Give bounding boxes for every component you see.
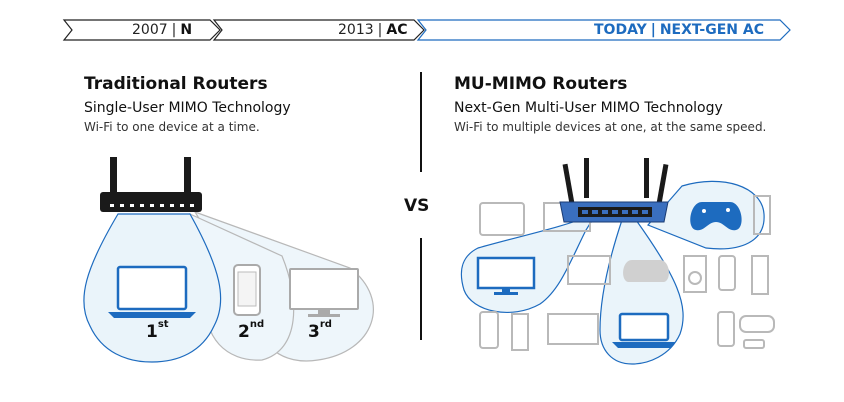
timeline-year: 2007 (132, 22, 168, 38)
order-number: 3 (308, 322, 320, 342)
order-label-third: 3rd (308, 322, 332, 342)
tv-icon-gray (548, 314, 598, 344)
mu-mimo-routers-title: MU-MIMO Routers (454, 74, 627, 94)
monitor-icon (290, 269, 358, 317)
timeline-era-2007: 2007|N (132, 22, 192, 38)
order-number: 1 (146, 322, 158, 342)
timeline-standard: AC (386, 22, 407, 38)
mu-mimo-routers-description: Wi-Fi to multiple devices at one, at the… (454, 120, 766, 134)
pc-tower-icon-3 (512, 314, 528, 350)
speaker-cone (689, 272, 701, 284)
traditional-router-icon (100, 157, 202, 212)
order-label-first: 1st (146, 322, 169, 342)
order-number: 2 (238, 322, 250, 342)
order-label-second: 2nd (238, 322, 264, 342)
phone-icon-gray (719, 256, 735, 290)
monitor-icon-gray-2 (568, 256, 610, 284)
pc-tower-icon-2 (752, 256, 768, 294)
timeline-separator: | (378, 22, 383, 38)
traditional-routers-subtitle: Single-User MIMO Technology (84, 100, 291, 116)
mu-mimo-routers-subtitle: Next-Gen Multi-User MIMO Technology (454, 100, 723, 116)
laptop-icon-blue (612, 314, 676, 348)
speaker-icon (684, 256, 706, 292)
timeline-standard: NEXT-GEN AC (660, 22, 764, 38)
order-suffix: nd (250, 319, 264, 330)
phone-icon-gray-3 (718, 312, 734, 346)
timeline-year: 2013 (338, 22, 374, 38)
media-box-icon (740, 316, 774, 332)
tablet-icon (480, 203, 524, 235)
traditional-routers-title: Traditional Routers (84, 74, 268, 94)
order-suffix: rd (320, 319, 332, 330)
gamepad-icon-gray (623, 260, 669, 282)
timeline-year: TODAY (594, 22, 647, 38)
usb-stick-icon (744, 340, 764, 348)
timeline-standard: N (180, 22, 192, 38)
timeline-era-today: TODAY|NEXT-GEN AC (594, 22, 764, 38)
vs-label: VS (404, 196, 429, 216)
timeline-separator: | (172, 22, 177, 38)
timeline-separator: | (651, 22, 656, 38)
smartphone-icon (234, 265, 260, 315)
phone-icon-gray-2 (480, 312, 498, 348)
order-suffix: st (158, 319, 169, 330)
traditional-routers-description: Wi-Fi to one device at a time. (84, 120, 260, 134)
mu-mimo-router-icon (560, 158, 668, 222)
timeline-era-2013: 2013|AC (338, 22, 407, 38)
